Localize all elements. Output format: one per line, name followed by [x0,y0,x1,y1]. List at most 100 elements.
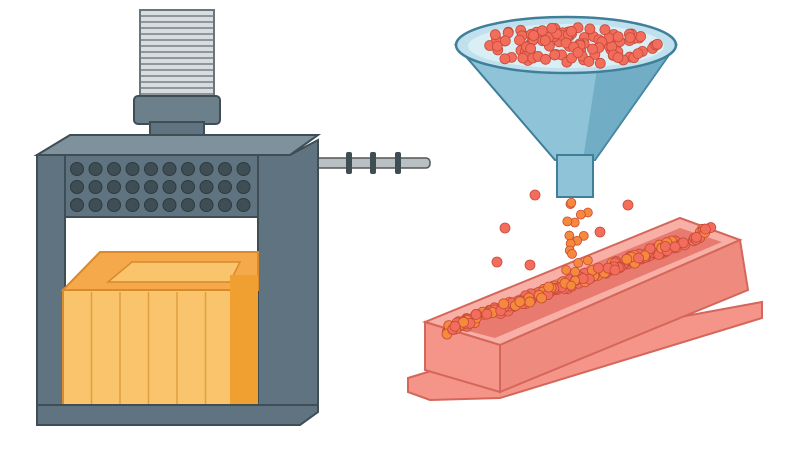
bead [549,49,561,61]
bead [491,40,503,52]
beam-hole [70,180,84,194]
funnel-illustration [453,15,678,198]
trough-side [499,238,750,394]
bead [570,266,580,277]
bead [525,43,536,54]
box-opening [105,261,242,283]
side-rod [299,157,431,169]
bead [528,30,539,41]
beam-hole [236,162,251,176]
bead [562,216,573,227]
beam-hole [162,198,177,212]
bead [540,53,551,65]
right-post [257,138,319,406]
bead [612,31,624,43]
bead [582,255,593,266]
bead [470,309,482,320]
bead [517,52,529,64]
bead [691,231,702,243]
beam-hole [70,198,84,212]
bead [651,38,663,50]
beam-hole [218,162,232,176]
beam-holes [70,162,251,212]
beam-hole [218,180,232,194]
bead [546,22,558,34]
beam-hole [107,180,121,194]
bead [524,259,536,271]
piston-collar [133,95,221,125]
box-side [230,275,258,405]
bead [529,189,541,201]
beam-hole [199,180,214,194]
bead [700,223,711,235]
bead [565,25,577,37]
trough-beads [441,222,717,340]
bead [543,281,555,293]
beam-hole [236,180,251,194]
bead [572,47,584,58]
cylinder-ridges [141,15,213,95]
bead [644,243,656,255]
bead [536,292,547,304]
bead [609,264,621,276]
beam-hole [162,180,177,194]
bead [660,241,671,252]
beam-hole [88,198,103,212]
bead [624,32,636,44]
bead [633,252,644,264]
bead [564,230,575,241]
beam-hole [125,198,140,212]
beam-hole [107,162,121,176]
beam-hole [144,180,158,194]
beam-hole [70,162,84,176]
beam-hole [199,198,214,212]
bead [491,256,503,268]
press-base [36,404,319,426]
bead [578,230,589,241]
bead [594,226,606,238]
rod-ring [395,152,401,174]
bead [587,43,598,55]
beam-hole [199,162,214,176]
beam-hole [88,162,103,176]
beam-hole [125,162,140,176]
falling-beads [491,189,634,291]
funnel-shade [583,45,676,160]
bead [573,257,584,268]
bead [669,241,681,253]
box-slats [90,292,207,404]
rod-ring [370,152,376,174]
bead [622,199,634,211]
beam-hole [88,180,103,194]
bead [612,52,624,63]
bead [592,262,604,274]
bead [583,56,595,67]
bead [621,253,633,265]
beam-hole [125,180,140,194]
bead [499,35,511,47]
beam-hole [144,198,158,212]
beam-hole [144,162,158,176]
bead [499,53,511,65]
piston-cylinder [139,9,215,103]
bead [489,29,501,41]
beam-hole [181,162,195,176]
beam-hole [181,180,195,194]
beam-hole [181,198,195,212]
bead [514,34,525,46]
beam-hole [236,198,251,212]
funnel-spout [556,154,594,198]
left-post [36,154,66,406]
funnel-beads [484,22,663,69]
bead [566,197,577,208]
bead [599,24,611,36]
bead [481,308,493,320]
bead [524,296,536,308]
bead [449,320,461,332]
bead [539,35,551,46]
beam-hole [162,162,177,176]
bead [561,265,571,275]
bead [566,280,577,291]
bead [632,48,644,60]
